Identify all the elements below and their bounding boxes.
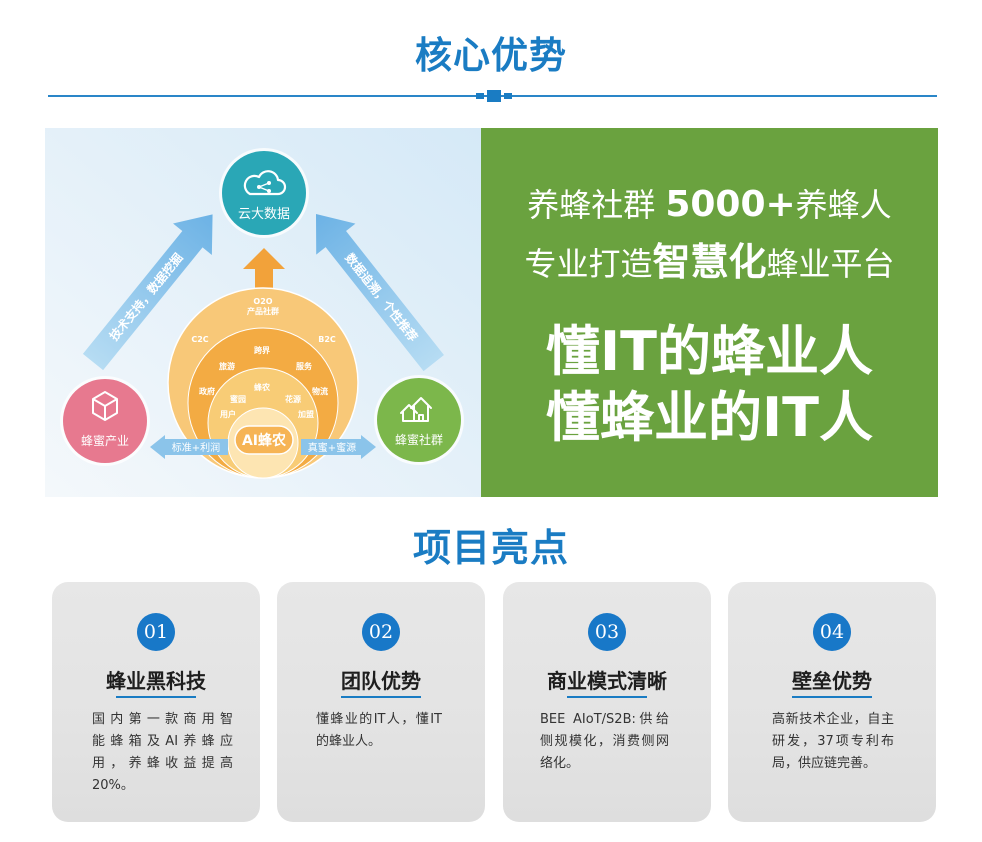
- ring-label-beekeeper: 蜂农: [254, 382, 270, 392]
- ring-label-travel: 旅游: [219, 361, 235, 371]
- ring-label-service: 服务: [296, 361, 313, 371]
- ring-label-c2c: C2C: [191, 335, 208, 344]
- card-description-line: 络化。: [540, 756, 580, 771]
- card-number-badge: 04: [813, 613, 851, 651]
- slogan-smart-text: 智慧化: [652, 240, 767, 284]
- card-description-line: 用，养蜂收益提高: [92, 756, 233, 771]
- ring-label-b2c: B2C: [318, 335, 336, 344]
- card-number-badge: 01: [137, 613, 175, 651]
- ring-label-franchise: 加盟: [297, 409, 314, 419]
- node-honey-community: 蜂蜜社群: [374, 375, 464, 465]
- card-title-underline: [567, 696, 647, 698]
- card-description-line: 研发，37项专利布: [772, 734, 894, 749]
- ring-label-product-community: 产品社群: [247, 306, 279, 316]
- card-description: 国内第一款商用智 能蜂箱及AI养蜂应 用，养蜂收益提高 20%。: [92, 709, 233, 797]
- card-description-line: 懂蜂业的IT人，懂IT: [316, 712, 442, 727]
- section-title-core-advantages: 核心优势: [415, 33, 567, 77]
- card-description-line: 能蜂箱及AI养蜂应: [92, 734, 233, 749]
- highlight-card-3: 03 商业模式清晰 BEE AIoT/S2B:供给 侧规模化，消费侧网 络化。: [503, 582, 711, 822]
- node-honey-industry: 蜂蜜产业: [60, 376, 150, 466]
- highlight-card-4: 04 壁垒优势 高新技术企业，自主 研发，37项专利布 局，供应链完善。: [728, 582, 936, 822]
- highlight-card-2: 02 团队优势 懂蜂业的IT人，懂IT 的蜂业人。: [277, 582, 485, 822]
- node-label-cloud: 云大数据: [238, 207, 290, 222]
- card-description: 高新技术企业，自主 研发，37项专利布 局，供应链完善。: [772, 709, 894, 775]
- up-arrow: [243, 248, 285, 289]
- card-number-badge: 03: [588, 613, 626, 651]
- ring-label-crossover: 跨界: [254, 345, 271, 355]
- node-label-honey-industry: 蜂蜜产业: [81, 433, 129, 448]
- bottom-right-arrow-label: 真蜜+蜜源: [308, 441, 356, 454]
- ring-label-logistics: 物流: [312, 386, 328, 396]
- houses-icon: [400, 397, 432, 422]
- slogan-count: 5000+: [665, 184, 796, 225]
- ecosystem-diagram: 技术支持，数据挖掘 数据追溯，个性推荐 云大数据: [45, 128, 481, 497]
- card-number-badge: 02: [362, 613, 400, 651]
- card-title-underline: [116, 696, 196, 698]
- card-title-underline: [341, 696, 421, 698]
- bottom-left-arrow-label: 标准+利润: [172, 441, 220, 454]
- ring-label-o2o: O2O: [253, 297, 272, 306]
- slogan-line-4: 懂蜂业的IT人: [546, 386, 873, 449]
- cube-icon: [92, 391, 118, 421]
- divider-ornament-left: [476, 93, 484, 99]
- card-title-underline: [792, 696, 872, 698]
- slogan-beekeepers-text: 养蜂人: [795, 186, 892, 224]
- card-description-line: 侧规模化，消费侧网: [540, 734, 669, 749]
- slogan-line-3: 懂IT的蜂业人: [546, 320, 873, 383]
- slogan-platform-text: 蜂业平台: [766, 245, 895, 283]
- card-title: 团队优势: [341, 669, 421, 693]
- card-description-line: 高新技术企业，自主: [772, 712, 894, 727]
- slogan-line-2: 专业打造智慧化蜂业平台: [481, 238, 938, 286]
- card-description-line: 国内第一款商用智: [92, 712, 233, 727]
- card-description-line: 局，供应链完善。: [772, 756, 877, 771]
- core-advantage-banner: 技术支持，数据挖掘 数据追溯，个性推荐 云大数据: [45, 128, 938, 497]
- card-title: 蜂业黑科技: [106, 669, 206, 693]
- ring-label-flower-source: 花源: [285, 394, 301, 404]
- divider-ornament-right: [504, 93, 512, 99]
- card-title: 壁垒优势: [792, 669, 872, 693]
- center-ai-beekeeper: AI蜂农: [234, 425, 294, 455]
- ring-label-apiary: 蜜园: [230, 394, 246, 404]
- center-label: AI蜂农: [242, 432, 287, 449]
- card-description: 懂蜂业的IT人，懂IT 的蜂业人。: [316, 709, 442, 753]
- card-title: 商业模式清晰: [547, 669, 667, 693]
- slogan-community-text: 养蜂社群: [527, 186, 656, 224]
- card-description-line: BEE AIoT/S2B:供给: [540, 712, 669, 727]
- ecosystem-rings: [167, 287, 359, 479]
- card-description: BEE AIoT/S2B:供给 侧规模化，消费侧网 络化。: [540, 709, 669, 775]
- cloud-share-icon: [243, 170, 287, 196]
- card-description-line: 的蜂业人。: [316, 734, 382, 749]
- card-description-line: 20%。: [92, 778, 134, 793]
- ring-label-user: 用户: [219, 409, 236, 419]
- section-title-project-highlights: 项目亮点: [412, 525, 569, 570]
- node-cloud-big-data: 云大数据: [219, 148, 309, 238]
- bottom-right-arrow: 真蜜+蜜源: [301, 435, 376, 459]
- bottom-left-arrow: 标准+利润: [150, 435, 228, 459]
- slogan-build-text: 专业打造: [524, 245, 653, 283]
- divider-ornament-center: [487, 90, 501, 102]
- node-label-honey-community: 蜂蜜社群: [395, 432, 443, 447]
- highlight-card-1: 01 蜂业黑科技 国内第一款商用智 能蜂箱及AI养蜂应 用，养蜂收益提高 20%…: [52, 582, 260, 822]
- ring-label-government: 政府: [199, 386, 215, 396]
